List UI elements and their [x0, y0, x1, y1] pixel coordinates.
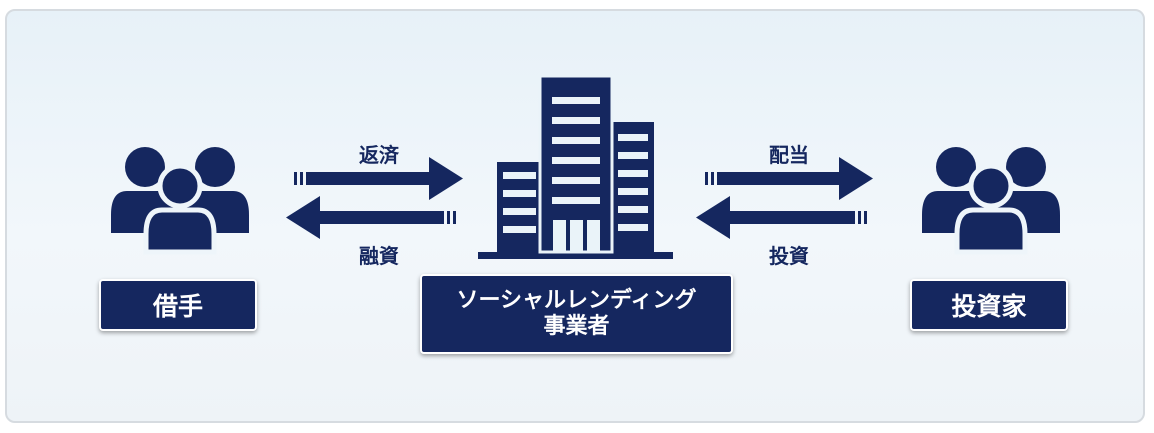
platform-label-line1: ソーシャルレンディング [456, 287, 697, 313]
arrow-label-dividend: 配当 [769, 143, 809, 167]
people-group-icon [922, 147, 1060, 252]
arrow-label-investment: 投資 [769, 244, 809, 268]
platform-label-line2: 事業者 [543, 314, 610, 339]
people-group-icon [111, 147, 249, 252]
node-label-borrower: 借手 [99, 279, 257, 331]
arrow-right-dividend [705, 157, 873, 200]
arrow-label-financing: 融資 [359, 244, 399, 268]
arrow-right-repayment [294, 157, 463, 200]
borrower-label: 借手 [152, 292, 203, 321]
investor-label: 投資家 [951, 292, 1027, 321]
office-building-icon [478, 74, 673, 259]
node-label-platform: ソーシャルレンディング 事業者 [420, 274, 733, 354]
arrow-left-investment [696, 196, 867, 239]
node-label-investor: 投資家 [910, 279, 1068, 331]
arrow-label-repayment: 返済 [359, 143, 399, 167]
arrow-left-financing [286, 196, 456, 239]
